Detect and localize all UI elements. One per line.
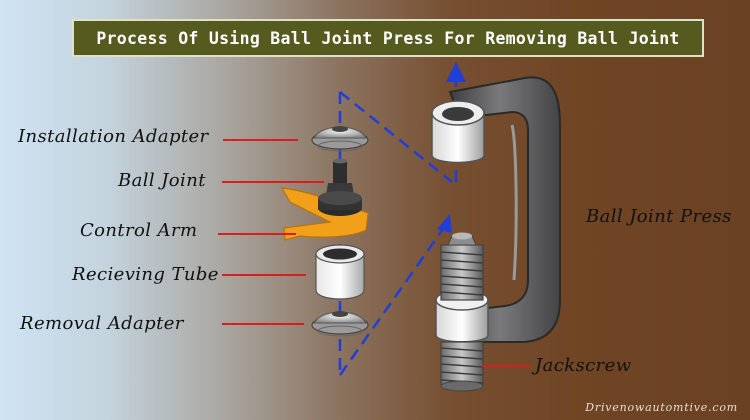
receiving-tube	[315, 244, 365, 300]
installation-adapter	[311, 126, 369, 152]
upper-diagonal-dashed-line	[339, 91, 453, 183]
diagram-title: Process Of Using Ball Joint Press For Re…	[96, 28, 680, 48]
lower-diagonal-dashed-line	[338, 221, 450, 376]
removal-adapter	[311, 311, 369, 337]
label-installation-adapter: Installation Adapter	[18, 126, 209, 147]
leader-lines	[218, 139, 530, 367]
title-banner: Process Of Using Ball Joint Press For Re…	[72, 19, 704, 57]
label-control-arm: Control Arm	[80, 220, 198, 241]
watermark: Drivenowautomtive.com	[585, 401, 738, 414]
label-ball-joint-press: Ball Joint Press	[586, 206, 732, 227]
label-receiving-tube: Recieving Tube	[72, 264, 219, 285]
ball-joint-press	[431, 76, 561, 392]
label-jackscrew: Jackscrew	[535, 355, 632, 376]
label-removal-adapter: Removal Adapter	[20, 313, 184, 334]
ball-joint	[280, 158, 369, 241]
up-arrow-icon	[446, 62, 466, 82]
diagonal-arrow-icon	[437, 214, 452, 233]
label-ball-joint: Ball Joint	[118, 170, 206, 191]
